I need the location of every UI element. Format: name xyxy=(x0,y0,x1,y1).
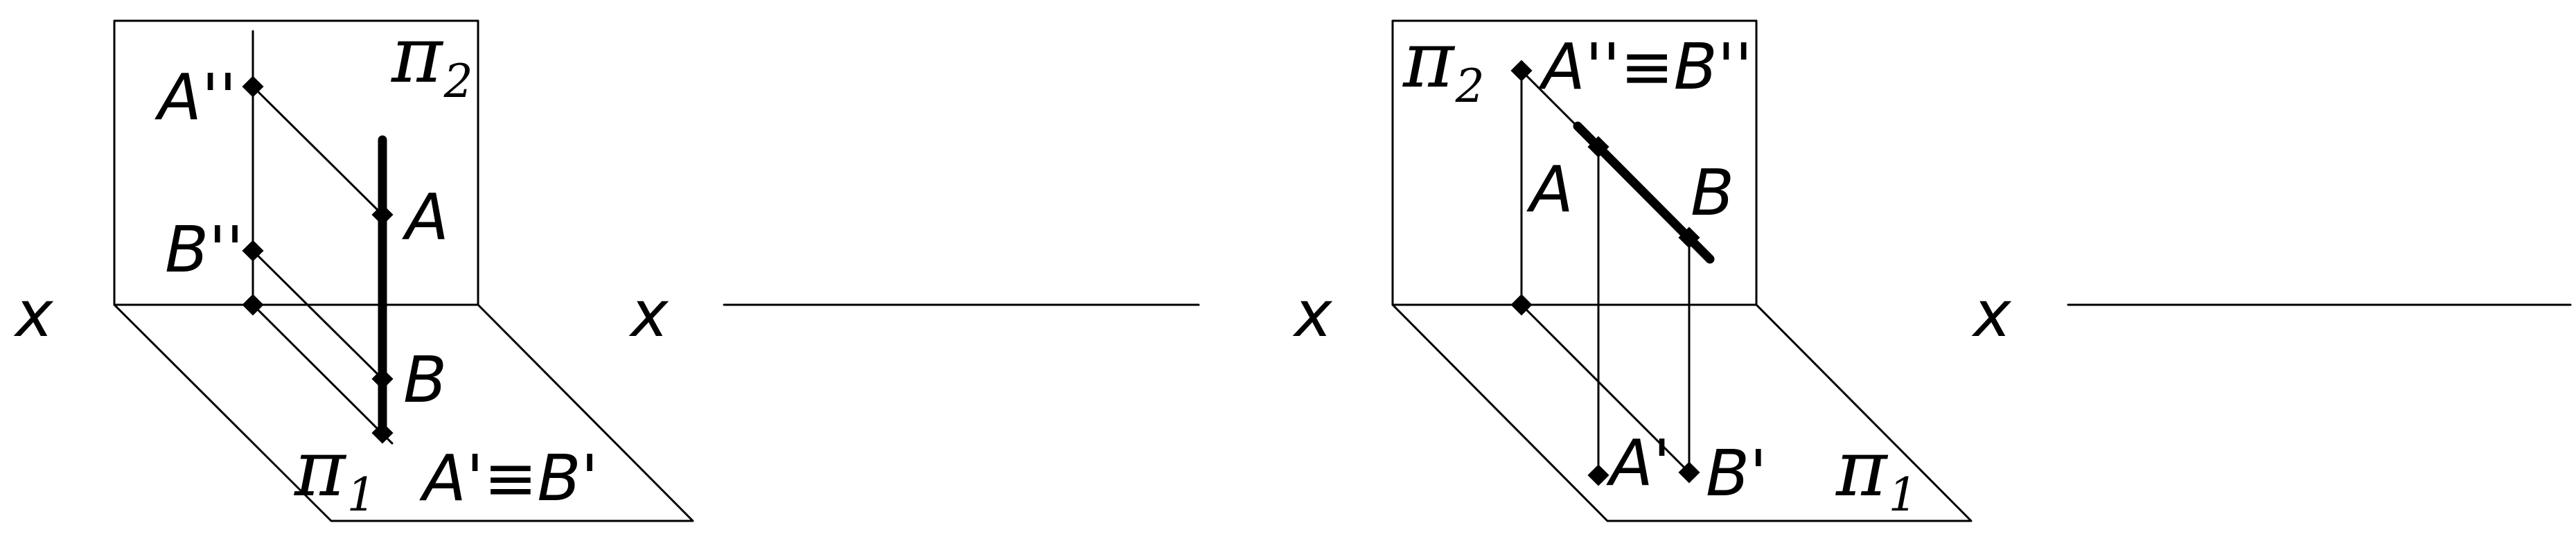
right-blank-axis: x xyxy=(1971,277,2572,351)
left-plane-lower-label: π1 xyxy=(294,424,376,522)
left-plane-lower-symbol: π xyxy=(294,424,347,514)
right-label-front: A''≡B'' xyxy=(1538,30,1752,104)
right-plane-lower-symbol: π xyxy=(1835,424,1889,514)
left-point-a xyxy=(371,204,394,226)
left-label-b: B xyxy=(403,343,447,417)
left-plane-upper-index: 2 xyxy=(443,55,473,108)
right-plane-upper-index: 2 xyxy=(1455,60,1485,113)
left-point-axis xyxy=(242,294,264,316)
left-point-a-front xyxy=(242,76,264,98)
right-plane-lower-index: 1 xyxy=(1889,468,1918,522)
left-projector-a xyxy=(252,85,384,216)
left-plane-upper-symbol: π xyxy=(391,10,444,100)
left-plane-upper-label: π2 xyxy=(391,10,473,108)
right-point-front xyxy=(1510,60,1533,82)
right-plane-upper-symbol: π xyxy=(1402,15,1456,105)
right-axis-label: x xyxy=(1292,277,1333,351)
left-label-horizontal: A'≡B' xyxy=(419,441,599,515)
left-projector-axis xyxy=(252,303,394,445)
left-blank-axis: x xyxy=(628,277,1200,351)
right-label-b-horizontal: B' xyxy=(1706,436,1767,511)
right-plane-upper-label: π2 xyxy=(1402,15,1485,113)
right-point-b-horizontal xyxy=(1678,461,1700,484)
left-label-a-front: A'' xyxy=(155,60,237,134)
right-label-a-horizontal: A' xyxy=(1606,426,1670,500)
right-label-a: A xyxy=(1526,152,1573,227)
left-plane-lower-index: 1 xyxy=(347,468,376,522)
right-point-a xyxy=(1587,136,1609,158)
right-label-b: B xyxy=(1691,156,1734,230)
left-point-b-front xyxy=(242,240,264,262)
left-horizontal-plane xyxy=(113,303,694,522)
left-projector-b xyxy=(252,249,384,380)
left-label-a: A xyxy=(402,180,449,254)
right-point-b xyxy=(1678,227,1700,249)
right-frontal-plane xyxy=(1391,19,1758,306)
left-axis-label: x xyxy=(13,277,54,351)
left-blank-axis-label: x xyxy=(628,277,669,351)
right-blank-axis-label: x xyxy=(1971,277,2012,351)
right-horizontal-plane xyxy=(1391,303,1973,522)
right-point-axis xyxy=(1510,294,1533,316)
right-point-a-horizontal xyxy=(1587,464,1609,486)
left-frontal-plane xyxy=(113,19,479,306)
right-figure: A''≡B'' A B A' B' x π2 π1 xyxy=(1292,15,1973,522)
left-figure: A'' B'' A B A'≡B' x π2 π1 xyxy=(13,10,694,522)
left-label-b-front: B'' xyxy=(165,213,244,287)
right-plane-lower-label: π1 xyxy=(1835,424,1918,522)
right-horizontal-projector xyxy=(1520,303,1691,474)
